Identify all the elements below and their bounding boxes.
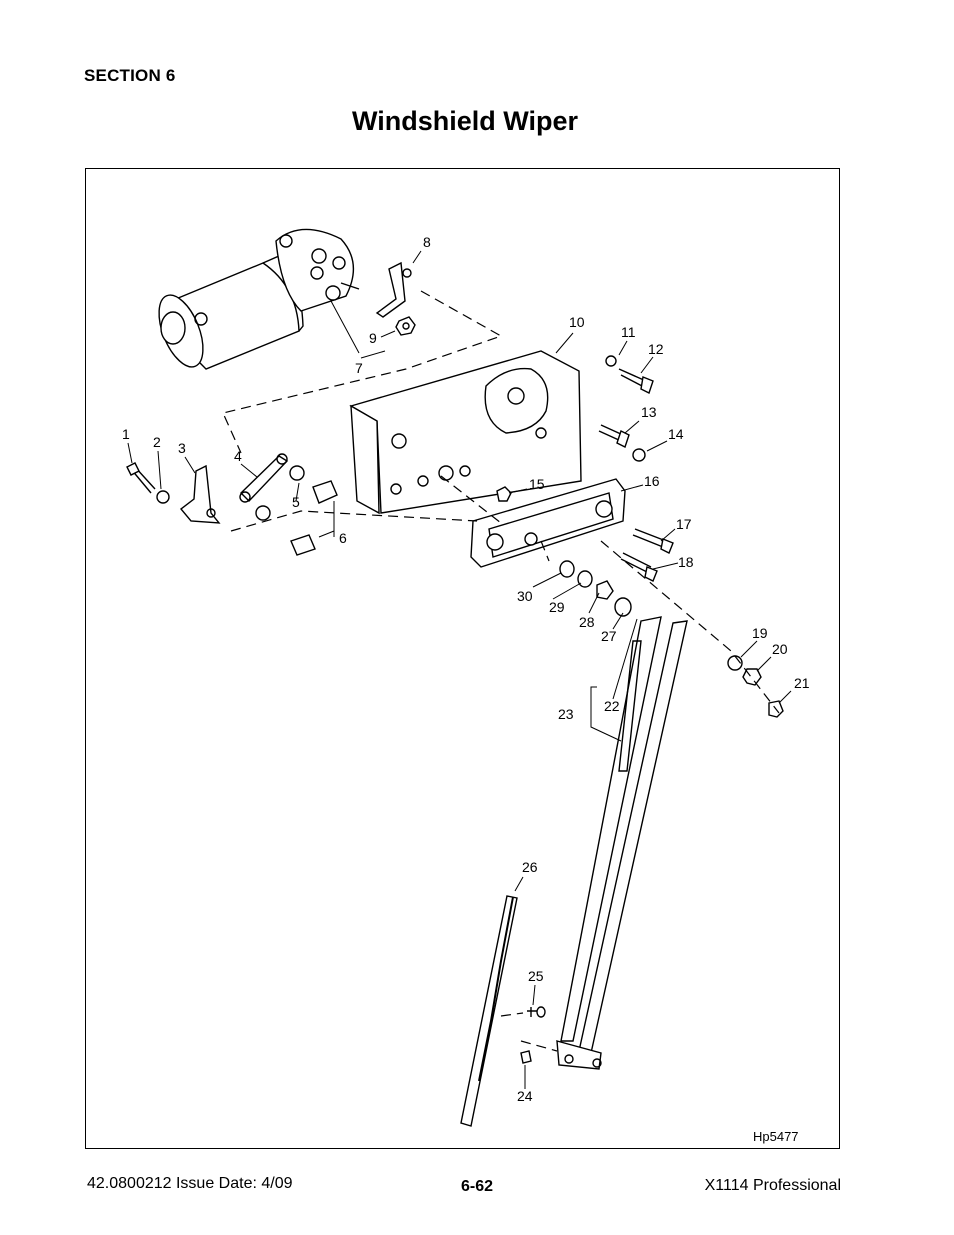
callout-22: 22 <box>604 698 620 714</box>
plate-bolts <box>598 355 654 462</box>
section-label: SECTION 6 <box>84 66 176 85</box>
callout-15: 15 <box>529 476 545 492</box>
callout-9: 9 <box>369 330 377 346</box>
callout-14: 14 <box>668 426 684 442</box>
callout-2: 2 <box>153 434 161 450</box>
callout-21: 21 <box>794 675 810 691</box>
callout-18: 18 <box>678 554 694 570</box>
pivot-hardware <box>559 560 632 617</box>
wiper-arm <box>556 616 688 1070</box>
callout-numbers: 1 2 3 4 5 6 7 8 9 10 11 12 13 14 15 16 1… <box>122 234 810 1144</box>
callout-16: 16 <box>644 473 660 489</box>
product-name: X1114 Professional <box>704 1177 841 1194</box>
callout-24: 24 <box>517 1088 533 1104</box>
linkage-plate <box>470 478 626 568</box>
page-number: 6-62 <box>460 1178 494 1195</box>
callout-6: 6 <box>339 530 347 546</box>
callout-30: 30 <box>517 588 533 604</box>
callout-20: 20 <box>772 641 788 657</box>
motor-bracket <box>375 261 416 336</box>
mounting-plate <box>349 350 582 515</box>
callout-13: 13 <box>641 404 657 420</box>
callout-17: 17 <box>676 516 692 532</box>
crank-arm-parts <box>126 453 338 556</box>
exploded-parts-diagram: 1 2 3 4 5 6 7 8 9 10 11 12 13 14 15 16 1… <box>122 228 810 1144</box>
leader-lines <box>127 250 792 1089</box>
document-number: 42.0800212 Issue Date: 4/09 <box>87 1175 293 1192</box>
callout-11: 11 <box>621 324 636 340</box>
callout-1: 1 <box>122 426 130 442</box>
assembly-lines <box>222 290 780 1052</box>
wiper-motor <box>158 228 360 370</box>
pivot-bolts <box>620 528 674 582</box>
callout-19: 19 <box>752 625 768 641</box>
callout-29: 29 <box>549 599 565 615</box>
callout-25: 25 <box>528 968 544 984</box>
callout-3: 3 <box>178 440 186 456</box>
parts-diagram-frame: 1 2 3 4 5 6 7 8 9 10 11 12 13 14 15 16 1… <box>85 168 840 1149</box>
callout-8: 8 <box>423 234 431 250</box>
callout-12: 12 <box>648 341 664 357</box>
callout-26: 26 <box>522 859 538 875</box>
callout-7: 7 <box>355 360 363 376</box>
figure-reference-code: Hp5477 <box>753 1129 799 1144</box>
callout-4: 4 <box>234 448 242 464</box>
callout-10: 10 <box>569 314 585 330</box>
wiper-blade <box>460 895 546 1127</box>
callout-27: 27 <box>601 628 617 644</box>
page-title: Windshield Wiper <box>351 106 579 136</box>
callout-5: 5 <box>292 494 300 510</box>
callout-28: 28 <box>579 614 595 630</box>
callout-23: 23 <box>558 706 574 722</box>
